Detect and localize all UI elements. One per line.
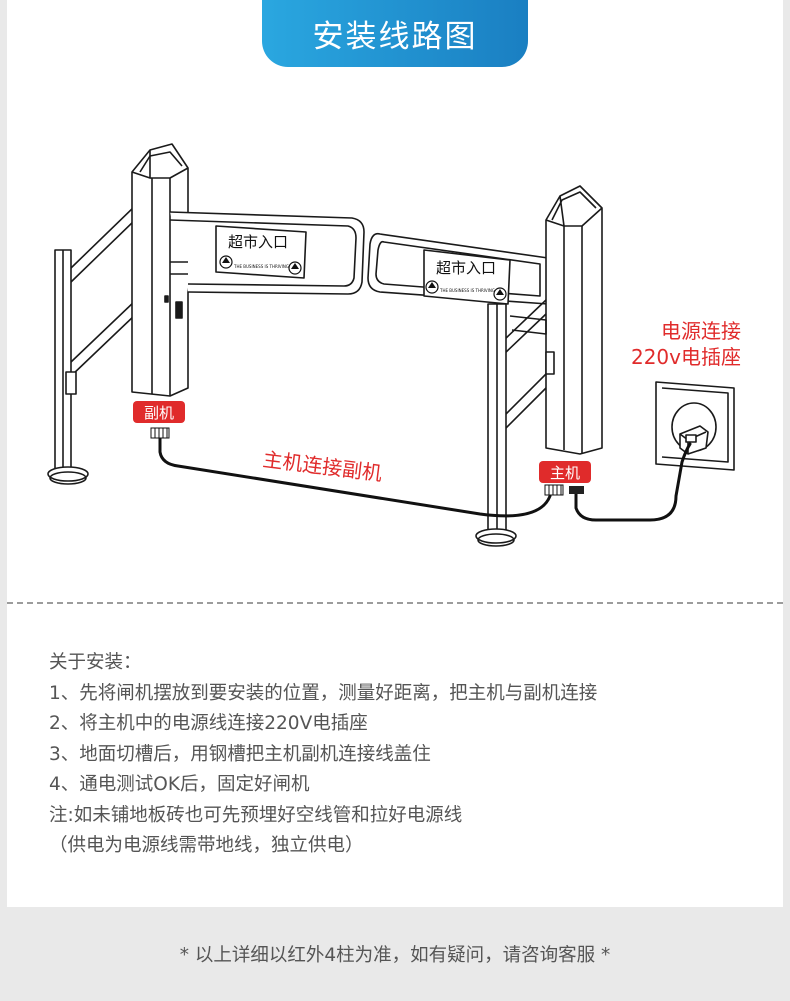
power-label-line2: 220v电插座 bbox=[631, 345, 741, 369]
note-line: 注:如未铺地板砖也可先预埋好空线管和拉好电源线 bbox=[49, 804, 463, 826]
sign-left-text: 超市入口 bbox=[228, 233, 288, 251]
power-label-line1: 电源连接 bbox=[661, 319, 741, 343]
slave-connector bbox=[150, 427, 170, 439]
footer-disclaimer: * 以上详细以红外4柱为准，如有疑问，请咨询客服 * bbox=[179, 945, 611, 966]
master-connector bbox=[544, 484, 564, 496]
content-card bbox=[7, 0, 783, 907]
page-title: 安装线路图 bbox=[262, 0, 528, 67]
install-notes: 关于安装： 1、先将闸机摆放到要安装的位置，测量好距离，把主机与副机连接 2、将… bbox=[49, 648, 769, 862]
wall-socket bbox=[655, 381, 735, 471]
sign-right-text: 超市入口 bbox=[436, 259, 496, 277]
right-swing-arm bbox=[475, 299, 555, 547]
sign-left-small: THE BUSINESS IS THRIVING bbox=[233, 264, 289, 269]
cable-label: 主机连接副机 bbox=[261, 447, 383, 485]
sign-right-small: THE BUSINESS IS THRIVING bbox=[439, 288, 495, 293]
right-panel bbox=[367, 232, 549, 305]
slave-badge bbox=[133, 401, 185, 423]
note-line: 1、先将闸机摆放到要安装的位置，测量好距离，把主机与副机连接 bbox=[49, 682, 598, 704]
master-badge bbox=[539, 461, 591, 483]
left-panel bbox=[169, 211, 365, 295]
note-line: 3、地面切槽后，用钢槽把主机副机连接线盖住 bbox=[49, 743, 431, 765]
notes-heading: 关于安装： bbox=[49, 652, 142, 673]
master-cabinet bbox=[509, 185, 603, 455]
power-connector bbox=[569, 486, 584, 494]
master-badge-label: 主机 bbox=[550, 464, 580, 482]
installation-diagram: 超市入口 超市入口 THE BUSINESS IS THRIVING THE B… bbox=[47, 143, 741, 547]
dashed-divider bbox=[7, 602, 783, 604]
note-line: （供电为电源线需带地线，独立供电） bbox=[49, 835, 364, 856]
slave-cabinet bbox=[131, 143, 189, 397]
slave-badge-label: 副机 bbox=[144, 404, 174, 422]
left-swing-arm bbox=[47, 204, 137, 485]
power-cable bbox=[574, 442, 692, 522]
note-line: 2、将主机中的电源线连接220V电插座 bbox=[49, 713, 368, 734]
link-cable bbox=[158, 436, 552, 518]
note-line: 4、通电测试OK后，固定好闸机 bbox=[49, 774, 310, 795]
